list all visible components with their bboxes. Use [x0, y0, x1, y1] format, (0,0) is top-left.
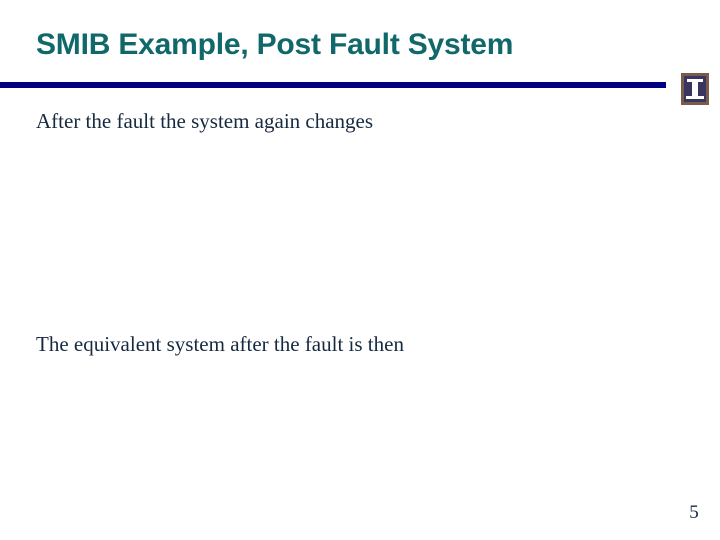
title-divider-rule [0, 82, 666, 88]
page-number: 5 [689, 502, 699, 523]
university-of-illinois-block-i-icon [681, 73, 709, 105]
body-paragraph-1: After the fault the system again changes [36, 109, 374, 133]
page-title: SMIB Example, Post Fault System [36, 28, 514, 61]
diagram-placeholder-lower [36, 366, 686, 492]
logo-field [684, 76, 706, 102]
body-paragraph-2: The equivalent system after the fault is… [36, 332, 404, 356]
logo-i-stem [692, 79, 698, 99]
logo-i-bottom-serif [686, 96, 704, 99]
diagram-placeholder-upper [36, 146, 686, 322]
